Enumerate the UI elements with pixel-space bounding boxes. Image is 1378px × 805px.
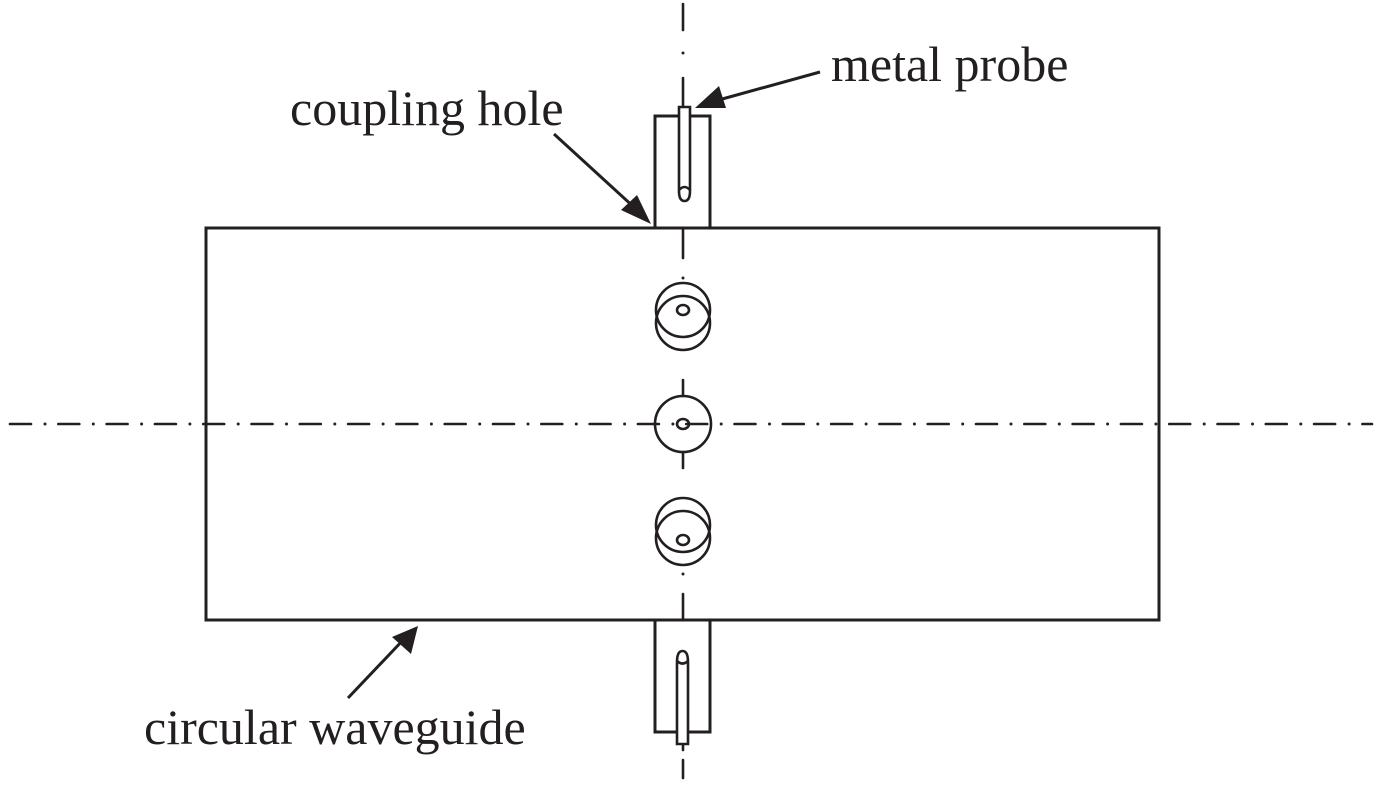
centerline-dot [1347,422,1351,426]
centerline-dot [681,276,685,280]
upper-coupling-hole [654,281,712,352]
centerline-dot [574,422,578,426]
vertical-centerline [681,2,685,780]
centerline-dot [816,422,820,426]
centerline-dot [681,572,685,576]
centerline-dot [912,422,916,426]
centerline-dot [429,422,433,426]
coupling-hole-arrow [552,132,651,224]
centerline-dot [1202,422,1206,426]
centerline-dot [1251,422,1254,426]
centerline-dot [1154,422,1158,426]
coupling-hole-label: coupling hole [290,80,564,136]
centerline-dot [719,422,723,426]
top-metal-probe [677,105,692,203]
centerline-dot [478,422,482,426]
center-coupling-hole [653,394,713,454]
centerline-dot [1299,422,1303,426]
centerline-dot [961,422,965,426]
centerline-dot [140,422,144,426]
centerline-dot [1009,422,1013,426]
centerline-dot [43,422,47,426]
centerline-dot [333,422,337,426]
centerline-dot [285,422,288,426]
centerline-dot [381,422,385,426]
centerline-dot [526,422,530,426]
bottom-metal-probe [675,649,690,746]
centerline-dot [623,422,627,426]
centerline-dot [91,422,95,426]
centerline-dot [1057,422,1061,426]
centerline-dot [671,422,675,426]
lower-coupling-hole [654,496,712,567]
metal-probe-label: metal probe [831,36,1069,92]
metal-probe-arrow [695,70,821,108]
circular-waveguide-arrow [346,626,418,700]
centerline-dot [188,422,192,426]
centerline-dot [236,422,240,426]
centerline-dot [1106,422,1110,426]
horizontal-centerline [8,422,1374,426]
centerline-dot [768,422,771,426]
centerline-dot [864,422,868,426]
centerline-dot [681,51,685,55]
circular-waveguide-label: circular waveguide [144,699,526,755]
